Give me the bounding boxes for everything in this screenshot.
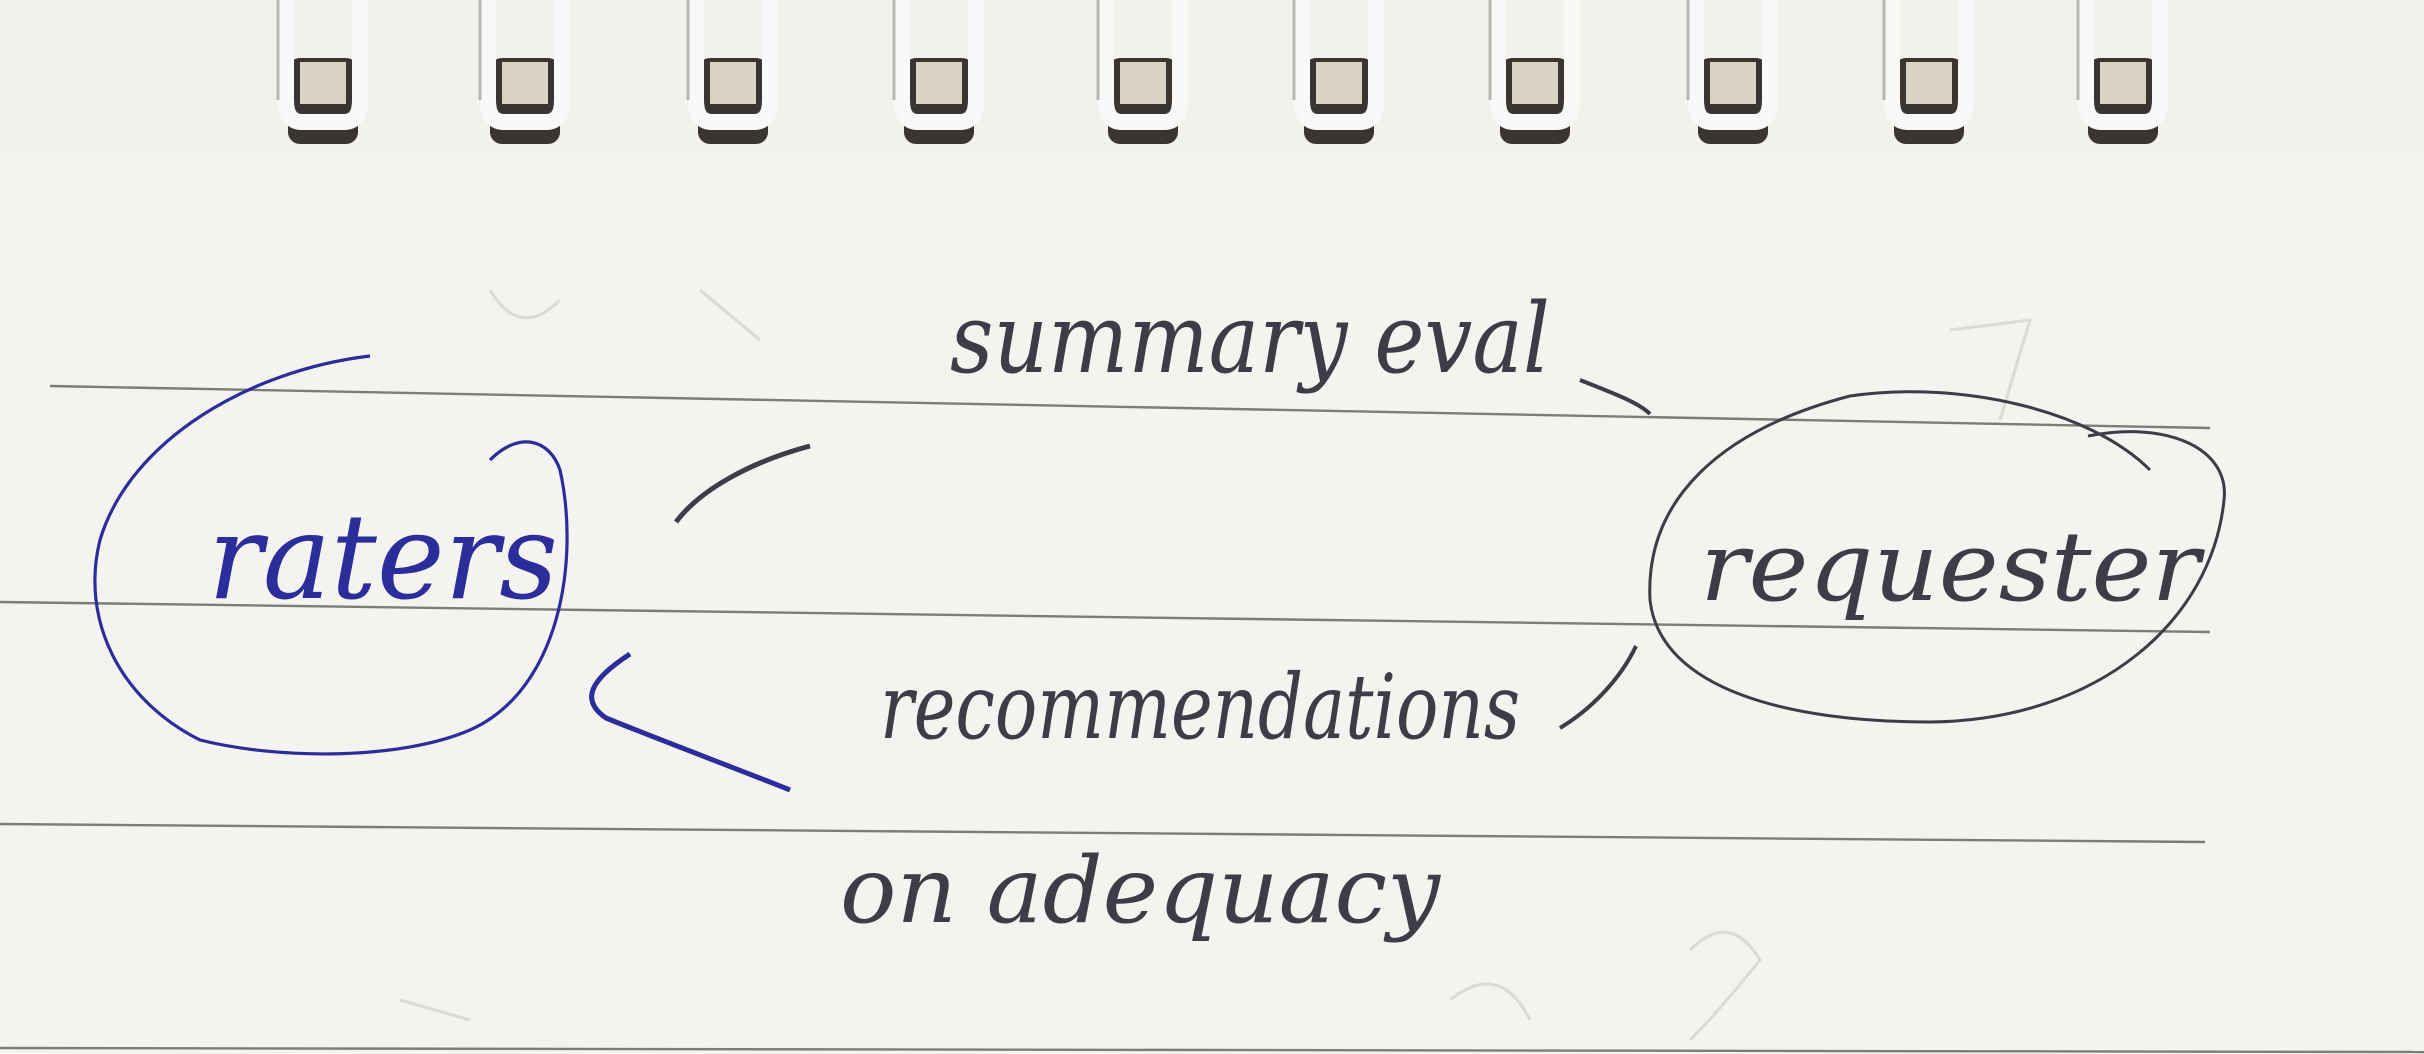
binding-page-edges [1512, 62, 1558, 104]
node-requester-label: requester [1700, 511, 2205, 623]
edge-recommendations-label-line2: on adequacy [840, 837, 1441, 944]
node-raters-label: raters [208, 488, 558, 626]
binding-wire [894, 0, 984, 130]
binding-page-edges [1906, 62, 1952, 104]
edge-recommendations-arrowhead [589, 651, 791, 793]
node-raters-circle [93, 354, 569, 756]
edge-summary-eval-tail [1579, 378, 1652, 416]
binding-wire [278, 0, 368, 130]
binding-page-edges [1120, 62, 1166, 104]
binding-wire [2078, 0, 2168, 130]
binding-page-edges [710, 62, 756, 104]
binding-page-edges [502, 62, 548, 104]
ruled-line [49, 384, 2211, 430]
binding-wire [1688, 0, 1778, 130]
edge-summary-eval-label: summary eval [950, 283, 1550, 395]
edge-recommendations-label-line1: recommendations [880, 655, 1520, 760]
binding-page-edges [1710, 62, 1756, 104]
node-requester: requester [1648, 390, 2226, 724]
ruled-line [0, 1046, 2424, 1054]
binding-wire [1884, 0, 1974, 130]
binding-wire [1294, 0, 1384, 130]
binding-page-edges [916, 62, 962, 104]
node-requester-circle [1648, 390, 2226, 724]
binding-page-edges [300, 62, 346, 104]
ruled-line [0, 600, 2211, 634]
binding-wire [688, 0, 778, 130]
ruled-line [0, 822, 2206, 844]
node-raters: raters [93, 354, 569, 756]
edge-recommendations-tail [1558, 645, 1638, 730]
show-through-marks [399, 288, 2033, 1042]
edge-recommendations: recommendations on adequacy [589, 645, 1638, 944]
spiral-binding [0, 0, 2424, 150]
binding-wire [1098, 0, 1188, 130]
binding-page-edges [2100, 62, 2146, 104]
edge-summary-eval: summary eval [674, 283, 1652, 524]
ruled-lines [0, 384, 2424, 1054]
binding-wire [480, 0, 570, 130]
edge-summary-eval-arrowhead [674, 443, 811, 524]
binding-page-edges [1316, 62, 1362, 104]
binding-wire [1490, 0, 1580, 130]
